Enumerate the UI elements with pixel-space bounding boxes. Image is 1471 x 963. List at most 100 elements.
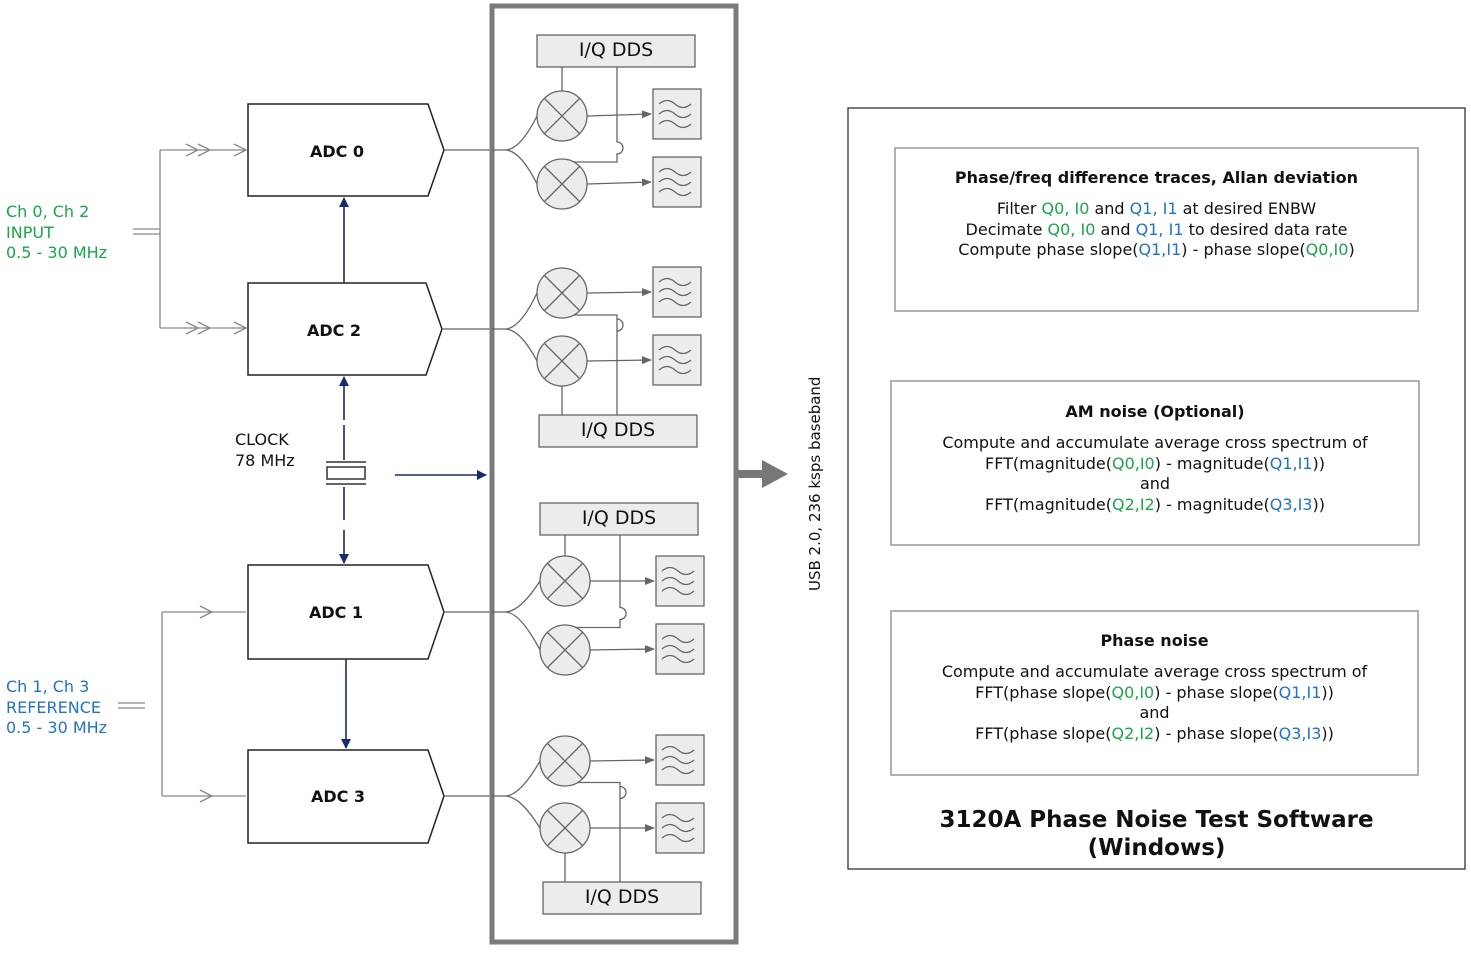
filter-wave: [658, 109, 692, 119]
panel-1-line-1: FFT(magnitude(Q0,I0) - magnitude(Q1,I1)): [891, 454, 1419, 475]
output-arrow: [738, 460, 788, 488]
branch-line: [492, 115, 538, 151]
panel-text-segment: Q1, I1: [1135, 219, 1184, 239]
link-label: USB 2.0, 236 ksps baseband: [806, 376, 824, 591]
panel-text-segment: Compute and accumulate average cross spe…: [941, 662, 1368, 681]
panel-text-segment: and: [1139, 703, 1170, 722]
filter-wave: [658, 277, 692, 287]
mixer-cross: [547, 743, 583, 779]
panel-text-segment: Q0, I0: [1047, 219, 1096, 239]
branch-line: [504, 149, 538, 185]
filter-wave: [658, 119, 692, 129]
panel-text-segment: Q2,I2: [1111, 494, 1155, 514]
panel-text-segment: Q0, I0: [1041, 199, 1090, 218]
panel-text-segment: FFT(phase slope(: [975, 682, 1112, 702]
mixer-output-line: [586, 356, 652, 365]
branch-line: [504, 611, 541, 651]
mixer-cross: [544, 98, 580, 134]
lowpass-filter-icon: [652, 88, 702, 140]
panel-text-segment: Q1,I1: [1269, 453, 1313, 473]
dds-box-3: [542, 881, 702, 915]
panel-text-segment: )): [1312, 494, 1325, 514]
filter-wave: [661, 644, 695, 654]
branch-line: [504, 328, 538, 362]
lowpass-filter-icon: [652, 266, 702, 318]
panel-text-segment: Q3,I3: [1278, 723, 1322, 743]
panel-frame-2: [890, 610, 1419, 776]
lo-line: [564, 535, 627, 629]
adc-1-label: ADC 1: [308, 603, 364, 622]
panel-text-segment: ): [1348, 240, 1355, 259]
panel-2-line-3: FFT(phase slope(Q2,I2) - phase slope(Q3,…: [891, 724, 1418, 745]
lo-line: [561, 67, 624, 163]
mixer-output-line: [589, 645, 655, 654]
filter-wave: [661, 745, 695, 755]
adc-0-label: ADC 0: [309, 142, 365, 161]
filter-wave: [658, 99, 692, 109]
filter-wave: [661, 586, 695, 596]
branch-line: [504, 795, 541, 829]
input-name: INPUT: [6, 222, 54, 242]
panel-text-segment: )): [1312, 453, 1325, 473]
dds-box-0: [536, 34, 696, 68]
mixer-output-line: [586, 288, 652, 297]
adc-2-label: ADC 2: [306, 321, 362, 340]
filter-wave: [661, 813, 695, 823]
filter-wave: [661, 765, 695, 775]
mixer-cross: [547, 632, 583, 668]
panel-text-segment: Q0,I0: [1305, 240, 1349, 259]
clock-wiring: [339, 197, 487, 749]
panel-text-segment: ) - phase slope(: [1181, 240, 1306, 259]
clock-label: CLOCK 78 MHz: [235, 430, 295, 471]
filter-wave: [661, 654, 695, 664]
panel-0-title: Phase/freq difference traces, Allan devi…: [954, 168, 1359, 187]
dds-label-1: I/Q DDS: [581, 507, 657, 529]
panel-1-line-3: FFT(magnitude(Q2,I2) - magnitude(Q3,I3)): [891, 495, 1419, 516]
filter-wave: [658, 365, 692, 375]
lowpass-filter-icon: [655, 802, 705, 854]
filter-wave: [661, 755, 695, 765]
panel-1-body: Compute and accumulate average cross spe…: [891, 433, 1419, 515]
mixer-output-line: [586, 110, 652, 119]
panel-2-line-1: FFT(phase slope(Q0,I0) - phase slope(Q1,…: [891, 683, 1418, 704]
input-wiring: [118, 143, 248, 803]
reference-range: 0.5 - 30 MHz: [6, 718, 108, 737]
panel-frame-0: [894, 147, 1419, 312]
panel-text-segment: Q3,I3: [1269, 494, 1313, 514]
panel-text-segment: FFT(phase slope(: [975, 723, 1112, 743]
panel-text-segment: Q2,I2: [1111, 723, 1155, 743]
panel-2-title: Phase noise: [1100, 631, 1209, 650]
panel-text-segment: ) - magnitude(: [1154, 494, 1270, 514]
panel-text-segment: Decimate: [965, 219, 1048, 239]
filter-wave: [661, 823, 695, 833]
input-label: Ch 0, Ch 2 INPUT 0.5 - 30 MHz: [6, 202, 107, 264]
software-title: 3120A Phase Noise Test Software (Windows…: [848, 806, 1465, 862]
panel-text-segment: to desired data rate: [1183, 219, 1348, 239]
panel-text-segment: FFT(magnitude(: [985, 453, 1112, 473]
panel-text-segment: )): [1321, 723, 1334, 743]
filter-wave: [661, 566, 695, 576]
branch-line: [492, 760, 541, 797]
reference-name: REFERENCE: [6, 697, 102, 717]
panel-text-segment: ) - phase slope(: [1154, 682, 1279, 702]
panel-1-title: AM noise (Optional): [1065, 402, 1245, 421]
filter-wave: [658, 287, 692, 297]
panel-text-segment: Compute and accumulate average cross spe…: [942, 433, 1368, 452]
panel-2-line-0: Compute and accumulate average cross spe…: [891, 662, 1418, 683]
adc-3-block: [247, 749, 445, 844]
panel-text-segment: Q0,I0: [1111, 453, 1155, 473]
panel-text-segment: at desired ENBW: [1177, 199, 1317, 218]
panel-text-segment: FFT(magnitude(: [985, 494, 1112, 514]
lowpass-filter-icon: [652, 334, 702, 386]
panel-text-segment: Q0,I0: [1111, 682, 1155, 702]
dds-label-3: I/Q DDS: [584, 886, 660, 908]
filter-wave: [658, 187, 692, 197]
panel-0-body: Filter Q0, I0 and Q1, I1 at desired ENBW…: [895, 199, 1418, 261]
filter-wave: [658, 345, 692, 355]
panel-0-line-0: Filter Q0, I0 and Q1, I1 at desired ENBW: [895, 199, 1418, 220]
mixer-cross: [547, 563, 583, 599]
clock-frequency: 78 MHz: [235, 450, 295, 470]
lowpass-filter-icon: [655, 734, 705, 786]
dds-boxes: [536, 34, 702, 915]
